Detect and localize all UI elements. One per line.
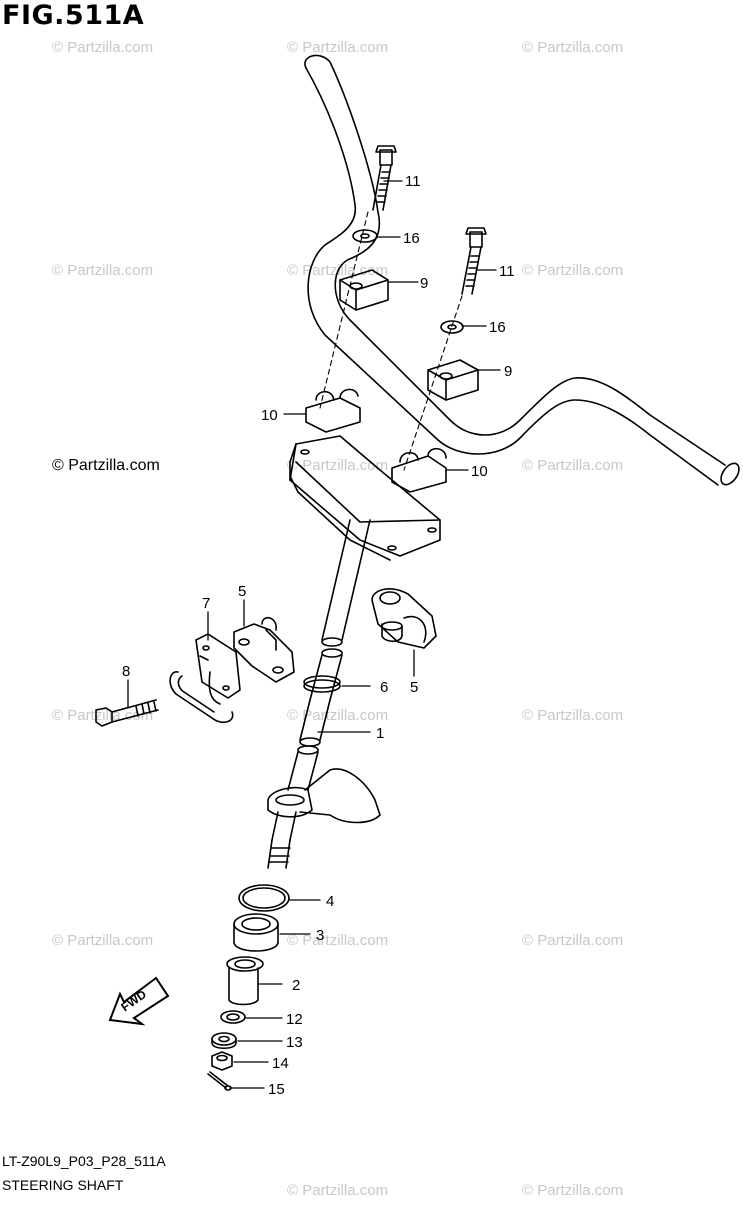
watermark: © Partzilla.com (522, 1182, 623, 1199)
callout-label: 10 (471, 463, 488, 480)
callout-label: 11 (405, 173, 421, 190)
callout-label: 5 (238, 583, 246, 600)
watermark: © Partzilla.com (52, 262, 153, 279)
clamp-10-left (305, 388, 361, 433)
washer-16-right (440, 320, 464, 334)
handlebar-holder-plate (289, 435, 441, 561)
watermark: © Partzilla.com (522, 707, 623, 724)
callout-label: 9 (420, 275, 428, 292)
watermark: © Partzilla.com (52, 39, 153, 56)
assembly-lines (319, 211, 463, 471)
watermark: © Partzilla.com (287, 1182, 388, 1199)
callout-label: 3 (316, 927, 324, 944)
watermark: © Partzilla.com (287, 932, 388, 949)
leader-lines (127, 180, 501, 1089)
steering-shaft (267, 519, 381, 869)
bolt-11-left (372, 145, 397, 211)
callout-label: 16 (403, 230, 420, 247)
washer-12 (220, 1010, 246, 1024)
callout-label: 15 (268, 1081, 285, 1098)
shaft-collar (303, 675, 341, 689)
callout-label: 8 (122, 663, 130, 680)
watermark: © Partzilla.com (52, 932, 153, 949)
figure-caption: STEERING SHAFT (2, 1177, 124, 1193)
callout-label: 12 (286, 1011, 303, 1028)
watermark: © Partzilla.com (287, 457, 388, 474)
plate-7 (169, 633, 241, 724)
clamp-5-right (371, 588, 437, 649)
callout-labels: 11 16 9 11 16 9 10 10 7 5 8 6 5 1 4 3 2 … (122, 173, 515, 1098)
handlebar (304, 54, 740, 486)
callout-label: 1 (376, 725, 384, 742)
clamp-5-left (233, 617, 295, 683)
callout-label: 10 (261, 407, 278, 424)
washer-13 (211, 1032, 237, 1046)
callout-label: 2 (292, 977, 300, 994)
figure-title: FIG.511A (2, 0, 145, 31)
fwd-arrow-icon: FWD (108, 976, 170, 1026)
callout-label: 7 (202, 595, 210, 612)
watermark-layer: © Partzilla.com © Partzilla.com © Partzi… (52, 39, 623, 1199)
watermark: © Partzilla.com (522, 262, 623, 279)
bolt-8 (95, 699, 159, 727)
washer-16-left (352, 229, 378, 243)
figure-code: LT-Z90L9_P03_P28_511A (2, 1153, 166, 1169)
watermark: © Partzilla.com (52, 707, 153, 724)
callout-label: 14 (272, 1055, 289, 1072)
bolt-11-right (461, 227, 487, 295)
watermark: © Partzilla.com (522, 932, 623, 949)
watermark: © Partzilla.com (287, 707, 388, 724)
bearing-3 (233, 913, 279, 952)
clamp-9-right (427, 359, 479, 401)
nut-14 (211, 1051, 233, 1071)
callout-label: 13 (286, 1034, 303, 1051)
clamp-10-right (391, 447, 447, 493)
watermark: © Partzilla.com (522, 39, 623, 56)
copyright-mark: © Partzilla.com (52, 457, 160, 474)
callout-label: 4 (326, 893, 334, 910)
bushing-2 (226, 956, 264, 1006)
callout-label: 11 (499, 263, 515, 280)
callout-label: 5 (410, 679, 418, 696)
watermark: © Partzilla.com (522, 457, 623, 474)
callout-label: 6 (380, 679, 388, 696)
callout-label: 9 (504, 363, 512, 380)
callout-label: 16 (489, 319, 506, 336)
cotter-pin-15 (207, 1071, 232, 1091)
seal-ring-4 (238, 884, 290, 912)
watermark: © Partzilla.com (287, 39, 388, 56)
